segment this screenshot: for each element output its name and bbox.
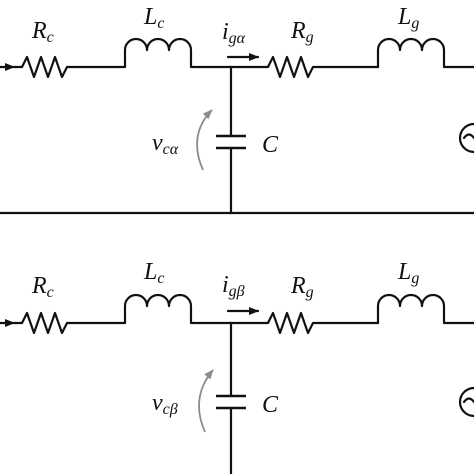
label-cap: C	[262, 132, 279, 158]
label-lc: Lc	[143, 259, 164, 287]
label-rg: Rg	[290, 18, 314, 46]
label-current: igα	[222, 19, 246, 47]
label-lc: Lc	[143, 4, 164, 32]
capacitor-c	[216, 394, 246, 410]
circuit-alpha: Rc Lc igα Rg Lg vcα C	[0, 4, 474, 215]
inductor-lc	[123, 293, 265, 325]
label-voltage: vcα	[152, 130, 179, 158]
resistor-rc	[12, 311, 127, 335]
label-current: igβ	[222, 272, 245, 300]
inductor-lg	[376, 37, 474, 69]
label-rg: Rg	[290, 273, 314, 301]
resistor-rg	[261, 311, 380, 335]
label-lg: Lg	[397, 4, 419, 32]
capacitor-c	[216, 134, 246, 150]
voltage-arrow	[198, 369, 214, 433]
label-voltage: vcβ	[152, 390, 178, 418]
label-rc: Rc	[31, 273, 54, 301]
label-rc: Rc	[31, 18, 54, 46]
label-lg: Lg	[397, 259, 419, 287]
label-cap: C	[262, 392, 279, 418]
ac-source-wave	[462, 133, 474, 140]
ac-source-wave	[462, 397, 474, 404]
voltage-arrow	[196, 109, 213, 171]
ac-source-icon	[458, 122, 474, 154]
resistor-rc	[12, 55, 127, 79]
inductor-lc	[123, 37, 265, 69]
circuit-beta: Rc Lc igβ Rg Lg vcβ C	[0, 259, 474, 474]
inductor-lg	[376, 293, 474, 325]
resistor-rg	[261, 55, 380, 79]
ac-source-icon	[458, 386, 474, 418]
